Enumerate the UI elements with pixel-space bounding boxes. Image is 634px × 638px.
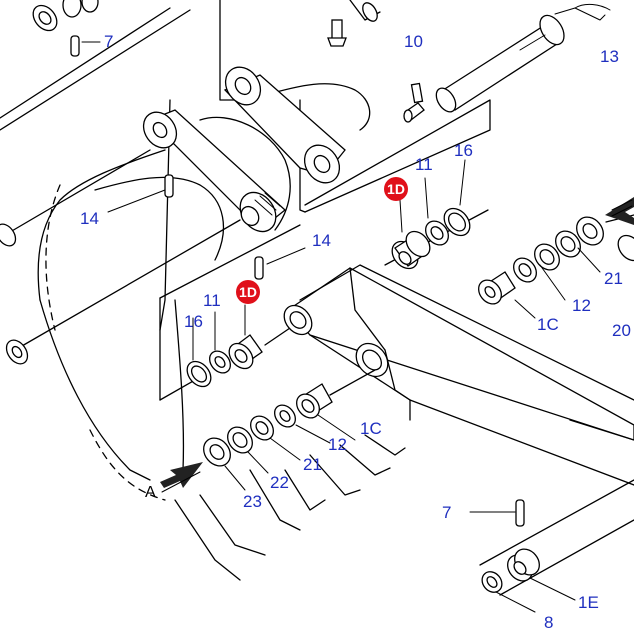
- view-a-arrow: [160, 462, 203, 493]
- upper-right-parts-box: [384, 159, 489, 270]
- label-p1e: 1E: [578, 593, 599, 612]
- label-p11-lower: 11: [203, 291, 221, 310]
- label-p1c-lower: 1C: [360, 419, 382, 438]
- label-p16-upper: 16: [454, 141, 473, 160]
- break-lines: [174, 434, 406, 581]
- label-p21-right: 21: [604, 269, 623, 288]
- svg-text:1D: 1D: [239, 284, 257, 300]
- label-view-a: A: [145, 484, 156, 501]
- right-side-washers: [478, 214, 634, 319]
- label-p16-lower: 16: [184, 312, 203, 331]
- label-p1c-right: 1C: [537, 315, 559, 334]
- badge-1d-lower: 1D: [236, 280, 260, 304]
- pin-axis-lines: [0, 149, 241, 365]
- direction-arrow-right: [605, 197, 634, 225]
- label-p13: 13: [600, 47, 619, 66]
- label-p11-upper: 11: [415, 155, 433, 174]
- grease-fitting-top: [327, 19, 347, 47]
- label-p12-right: 12: [572, 296, 591, 315]
- bottom-right-parts: [469, 479, 634, 613]
- boom-body: [283, 264, 634, 486]
- label-p22: 22: [270, 473, 289, 492]
- dowel-pin-14-left: [107, 174, 174, 213]
- label-p12-lower: 12: [328, 435, 347, 454]
- label-p23: 23: [243, 492, 262, 511]
- grease-fitting-10: [403, 82, 425, 123]
- label-p8-bottom: 8: [544, 613, 553, 632]
- label-p7-top: 7: [104, 32, 113, 51]
- label-p20: 20: [612, 321, 631, 340]
- label-p14-left: 14: [80, 209, 99, 228]
- label-p7-bottom: 7: [442, 503, 451, 522]
- pin-13: [349, 0, 611, 113]
- badge-1d-upper: 1D: [384, 177, 408, 201]
- linkage-arm: [142, 66, 346, 233]
- svg-text:1D: 1D: [387, 181, 405, 197]
- dowel-pin-14-right: [254, 247, 306, 280]
- lower-left-washers: [203, 369, 376, 491]
- left-parts-box: [159, 224, 301, 401]
- label-p21-lower: 21: [303, 455, 322, 474]
- top-left-washers: [32, 0, 101, 57]
- label-p14-right: 14: [312, 231, 331, 250]
- label-p10: 10: [404, 32, 423, 51]
